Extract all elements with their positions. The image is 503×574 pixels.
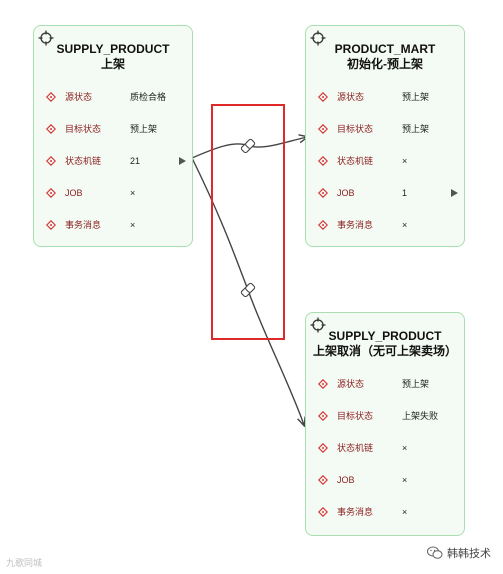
diamond-icon (318, 443, 328, 453)
property-label: 目标状态 (337, 124, 374, 134)
property-row-transaction-message: 事务消息 × (306, 502, 464, 522)
wechat-icon (427, 546, 443, 559)
diamond-icon (46, 156, 56, 166)
diamond-icon (318, 411, 328, 421)
target-icon (310, 317, 326, 333)
property-row-transaction-message: 事务消息 × (34, 215, 192, 235)
watermark-left: 九歌同城 (6, 556, 42, 569)
property-row-job: JOB × (306, 470, 464, 490)
property-value: 预上架 (402, 379, 430, 389)
property-value: × (130, 188, 136, 198)
node-title-line1: SUPPLY_PRODUCT (56, 42, 170, 56)
property-label: 状态机链 (337, 156, 374, 166)
diamond-icon (46, 220, 56, 230)
property-value: 质检合格 (130, 92, 167, 102)
property-row-source-state: 源状态 质检合格 (34, 87, 192, 107)
property-row-state-chain: 状态机链 × (306, 438, 464, 458)
node-title-line2: 上架取消（无可上架卖场） (312, 344, 457, 358)
property-value: 预上架 (130, 124, 158, 134)
target-icon (38, 30, 54, 46)
property-value: × (130, 220, 136, 230)
diamond-icon (46, 188, 56, 198)
node-title: SUPPLY_PRODUCT 上架取消（无可上架卖场） (306, 313, 464, 359)
property-row-target-state: 目标状态 上架失败 (306, 406, 464, 426)
node-title-line1: SUPPLY_PRODUCT (328, 329, 442, 343)
property-row-job: JOB × (34, 183, 192, 203)
property-label: JOB (65, 188, 83, 198)
property-value: × (402, 507, 408, 517)
property-row-state-chain: 状态机链 21 (34, 151, 192, 171)
diamond-icon (46, 92, 56, 102)
property-label: JOB (337, 188, 355, 198)
property-label: 状态机链 (65, 156, 102, 166)
node-title-line2: 上架 (100, 57, 125, 71)
property-value: 1 (402, 188, 408, 198)
node-supply-product-listing[interactable]: SUPPLY_PRODUCT 上架 源状态 质检合格 目标状态 预上架 状态机链… (33, 25, 193, 247)
diamond-icon (318, 220, 328, 230)
property-row-target-state: 目标状态 预上架 (306, 119, 464, 139)
expand-arrow-icon[interactable] (451, 189, 458, 197)
diamond-icon (318, 379, 328, 389)
watermark-left-text: 九歌同城 (6, 558, 43, 568)
property-value: 预上架 (402, 124, 430, 134)
node-title: SUPPLY_PRODUCT 上架 (34, 26, 192, 72)
diamond-icon (318, 124, 328, 134)
node-supply-product-cancel[interactable]: SUPPLY_PRODUCT 上架取消（无可上架卖场） 源状态 预上架 目标状态… (305, 312, 465, 536)
property-label: 事务消息 (337, 220, 374, 230)
property-row-state-chain: 状态机链 × (306, 151, 464, 171)
node-title-line2: 初始化-预上架 (347, 57, 423, 71)
watermark-right-text: 韩韩技术 (447, 548, 491, 560)
property-label: JOB (337, 475, 355, 485)
expand-arrow-icon[interactable] (179, 157, 186, 165)
property-row-source-state: 源状态 预上架 (306, 374, 464, 394)
node-product-mart-init[interactable]: PRODUCT_MART 初始化-预上架 源状态 预上架 目标状态 预上架 状态… (305, 25, 465, 247)
node-title: PRODUCT_MART 初始化-预上架 (306, 26, 464, 72)
property-row-source-state: 源状态 预上架 (306, 87, 464, 107)
property-value: × (402, 475, 408, 485)
highlight-box (211, 104, 285, 340)
property-row-target-state: 目标状态 预上架 (34, 119, 192, 139)
diamond-icon (318, 92, 328, 102)
property-value: × (402, 220, 408, 230)
property-label: 事务消息 (337, 507, 374, 517)
property-value: 上架失败 (402, 411, 439, 421)
property-label: 目标状态 (65, 124, 102, 134)
property-row-transaction-message: 事务消息 × (306, 215, 464, 235)
diamond-icon (318, 475, 328, 485)
watermark-right: 韩韩技术 (427, 545, 491, 561)
property-value: 21 (130, 156, 141, 166)
property-value: × (402, 156, 408, 166)
diamond-icon (318, 188, 328, 198)
property-label: 源状态 (337, 379, 365, 389)
diamond-icon (318, 507, 328, 517)
property-label: 目标状态 (337, 411, 374, 421)
property-label: 源状态 (65, 92, 93, 102)
property-value: 预上架 (402, 92, 430, 102)
target-icon (310, 30, 326, 46)
property-label: 状态机链 (337, 443, 374, 453)
diamond-icon (46, 124, 56, 134)
property-value: × (402, 443, 408, 453)
diamond-icon (318, 156, 328, 166)
node-title-line1: PRODUCT_MART (334, 42, 436, 56)
property-label: 事务消息 (65, 220, 102, 230)
property-row-job: JOB 1 (306, 183, 464, 203)
property-label: 源状态 (337, 92, 365, 102)
